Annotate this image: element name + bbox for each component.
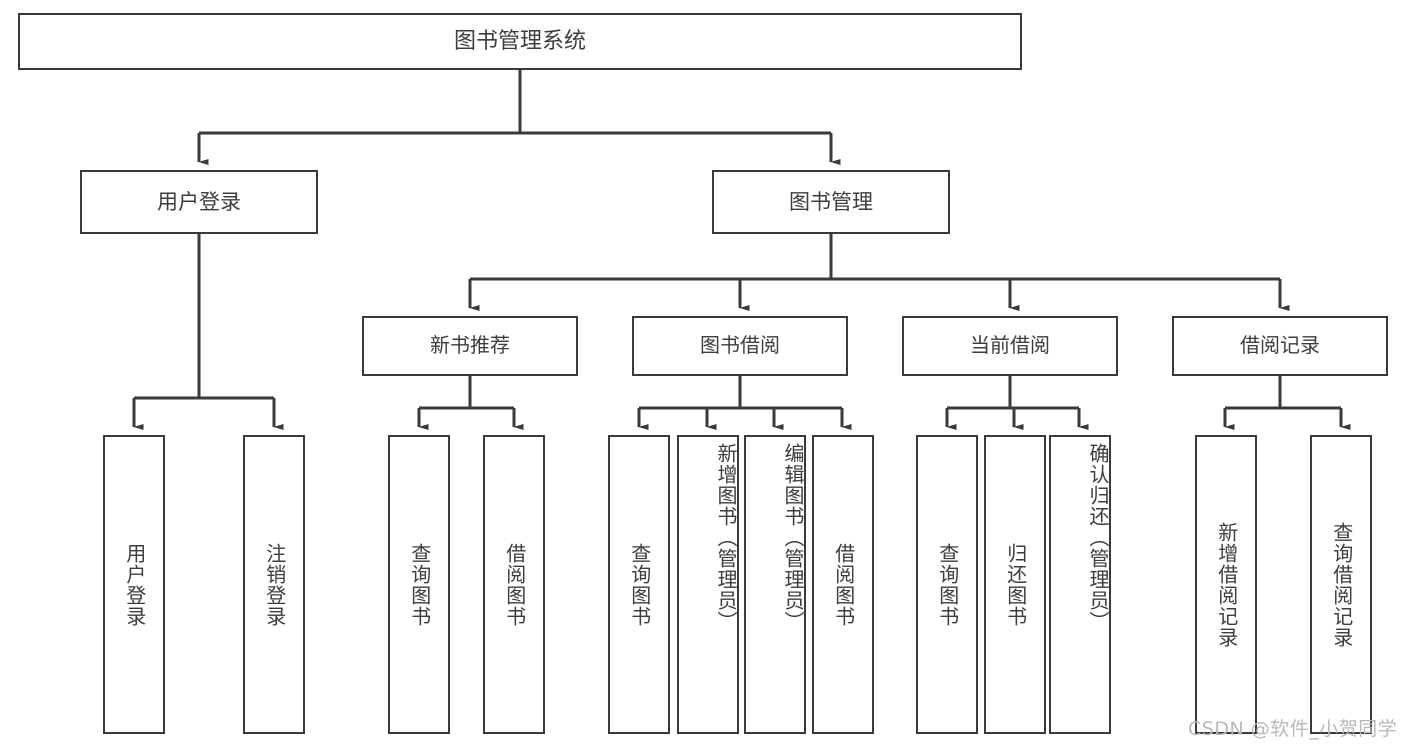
node-book-management[interactable]: 图书管理 — [712, 170, 950, 234]
node-label: 借阅图书 — [502, 542, 527, 627]
leaf-book-borrow-edit[interactable]: 编辑图书（管理员） — [744, 435, 806, 734]
leaf-current-borrow-query[interactable]: 查询图书 — [916, 435, 978, 734]
node-label: 当前借阅 — [970, 333, 1050, 358]
node-label: 借阅图书 — [831, 542, 856, 627]
node-user-login[interactable]: 用户登录 — [80, 170, 318, 234]
leaf-new-book-query[interactable]: 查询图书 — [388, 435, 450, 734]
node-label: 图书管理系统 — [453, 28, 586, 54]
node-label: 用户登录 — [122, 542, 147, 627]
node-label: 查询图书 — [407, 542, 432, 627]
leaf-user-login-signout[interactable]: 注销登录 — [243, 435, 305, 734]
node-label: 用户登录 — [157, 189, 241, 214]
node-label: 图书管理 — [789, 189, 873, 214]
leaf-book-borrow-query[interactable]: 查询图书 — [608, 435, 670, 734]
node-root-book-management-system[interactable]: 图书管理系统 — [18, 13, 1022, 70]
node-book-borrow[interactable]: 图书借阅 — [632, 316, 848, 376]
node-current-borrow[interactable]: 当前借阅 — [902, 316, 1118, 376]
leaf-borrow-record-query[interactable]: 查询借阅记录 — [1310, 435, 1372, 734]
node-new-book-recommend[interactable]: 新书推荐 — [362, 316, 578, 376]
leaf-book-borrow-add[interactable]: 新增图书（管理员） — [677, 435, 739, 734]
leaf-current-borrow-confirm-return[interactable]: 确认归还（管理员） — [1049, 435, 1111, 734]
node-label: 归还图书 — [1003, 542, 1028, 627]
node-label: 新增借阅记录 — [1214, 521, 1239, 648]
node-label: 新书推荐 — [430, 333, 510, 358]
csdn-watermark: CSDN @软件_小贺同学 — [1188, 718, 1398, 740]
leaf-book-borrow-lend[interactable]: 借阅图书 — [812, 435, 874, 734]
leaf-new-book-borrow[interactable]: 借阅图书 — [483, 435, 545, 734]
node-label: 查询图书 — [627, 542, 652, 627]
node-label: 新增图书（管理员） — [714, 443, 738, 632]
leaf-user-login-signin[interactable]: 用户登录 — [103, 435, 165, 734]
node-label: 图书借阅 — [700, 333, 780, 358]
node-borrow-record[interactable]: 借阅记录 — [1172, 316, 1388, 376]
node-label: 编辑图书（管理员） — [781, 443, 805, 632]
node-label: 注销登录 — [262, 542, 287, 627]
leaf-current-borrow-return[interactable]: 归还图书 — [984, 435, 1046, 734]
node-label: 借阅记录 — [1240, 333, 1320, 358]
node-label: 确认归还（管理员） — [1086, 443, 1110, 632]
node-label: 查询借阅记录 — [1329, 521, 1354, 648]
leaf-borrow-record-add[interactable]: 新增借阅记录 — [1195, 435, 1257, 734]
node-label: 查询图书 — [935, 542, 960, 627]
